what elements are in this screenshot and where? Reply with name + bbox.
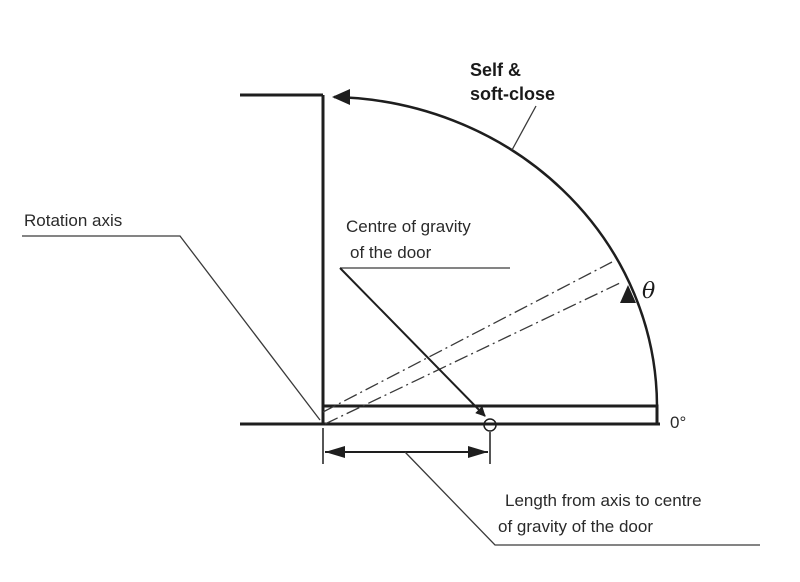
self-close-label-line2: soft-close <box>470 84 555 104</box>
cog-label-line2: of the door <box>350 243 432 262</box>
theta-label: θ <box>642 279 655 304</box>
rotation-axis-leader <box>22 235 321 421</box>
arc-arrowhead <box>332 89 350 105</box>
length-label-line2: of gravity of the door <box>498 517 653 536</box>
length-leader <box>404 451 760 546</box>
door-swing-arc <box>333 95 659 407</box>
self-close-leader <box>511 105 537 151</box>
angled-door-lower-edge <box>324 281 623 425</box>
cog-arrow-line <box>339 267 486 417</box>
zero-degree-label: 0° <box>670 413 686 432</box>
dimension-left-arrow <box>325 446 345 458</box>
angled-door-upper-edge <box>322 261 613 413</box>
dimension-right-arrow <box>468 446 488 458</box>
rotation-axis-label: Rotation axis <box>24 211 122 230</box>
self-close-label-line1: Self & <box>470 60 521 80</box>
centre-of-gravity-marker <box>483 418 497 432</box>
cog-label-line1: Centre of gravity <box>346 217 471 236</box>
closed-door <box>321 404 659 426</box>
theta-arrowhead <box>620 285 636 303</box>
length-label-line1: Length from axis to centre <box>505 491 702 510</box>
